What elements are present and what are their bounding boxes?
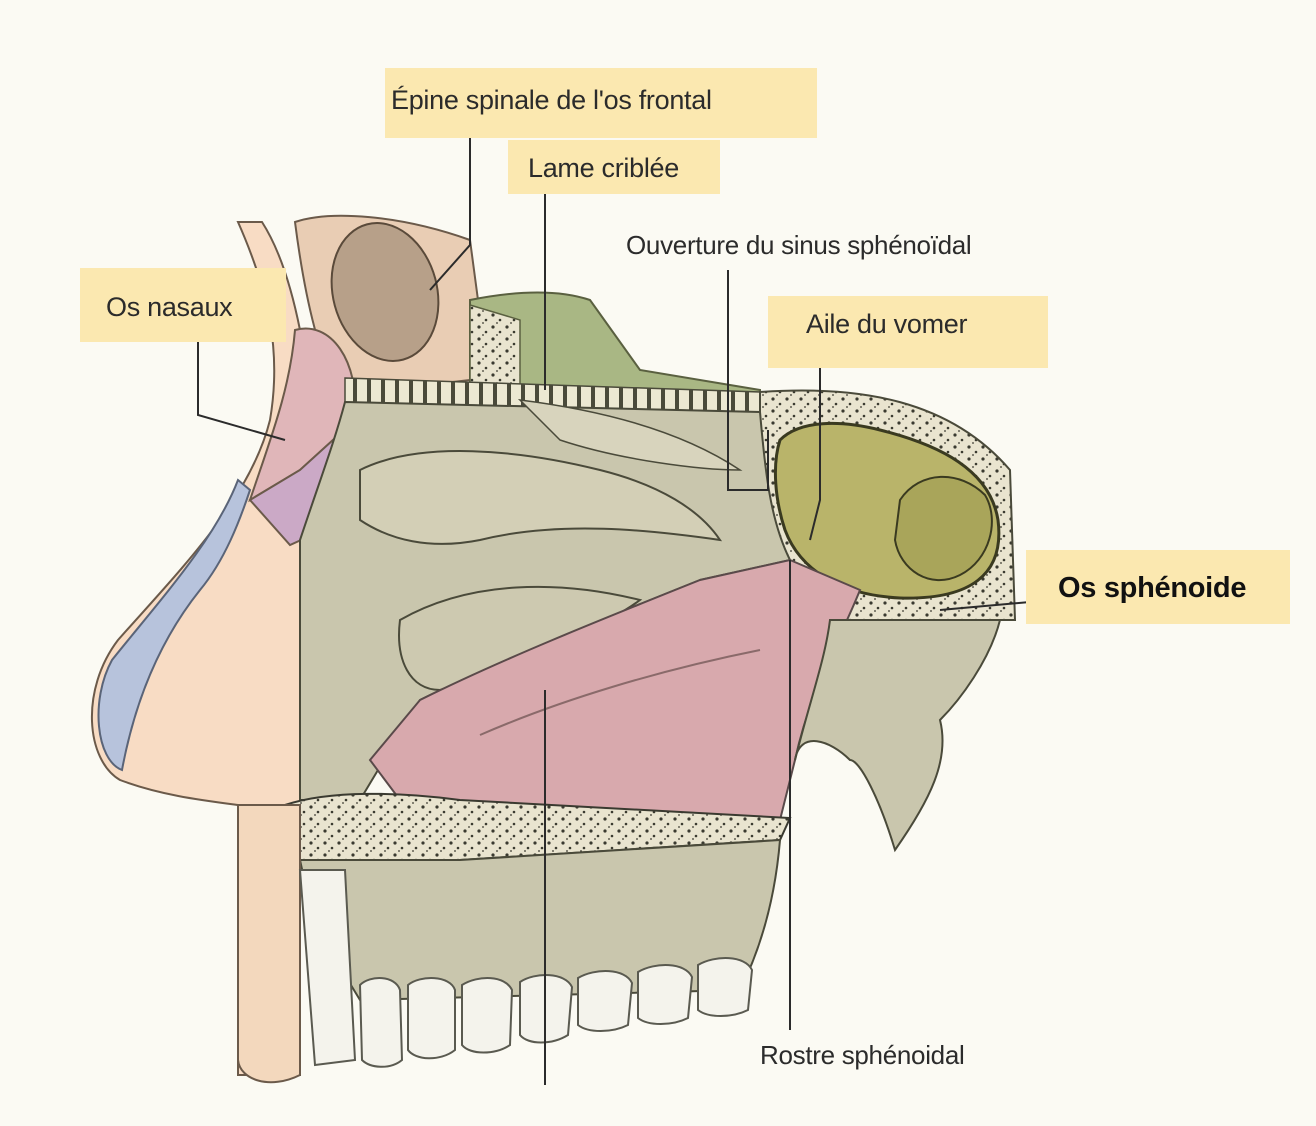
- label-rostre-sphenoidal: Rostre sphénoidal: [760, 1040, 965, 1070]
- label-os-sphenoide: Os sphénoide: [1026, 550, 1290, 624]
- nasal-cartilage: [97, 478, 252, 772]
- upper-teeth: [298, 869, 754, 1068]
- label-aile-vomer: Aile du vomer: [768, 296, 1048, 368]
- superior-turbinate: [517, 398, 743, 471]
- vomer-groove: [479, 649, 761, 736]
- leader-sphenoide: [939, 601, 1031, 611]
- leader-aile: [809, 368, 821, 541]
- leader-nasaux: [197, 342, 286, 441]
- frontal-sinus: [330, 222, 440, 362]
- pterygoid-process: [794, 619, 1002, 853]
- label-ouverture-sinus: Ouverture du sinus sphénoïdal: [626, 230, 972, 260]
- sphenoid-sinus-wall: [893, 475, 993, 581]
- leader-epine: [429, 138, 471, 291]
- label-os-nasaux: Os nasaux: [80, 268, 286, 342]
- label-lame-criblee: Lame criblée: [508, 140, 720, 194]
- leader-lines: [197, 138, 1031, 1085]
- ethmoid-spongy: [469, 303, 521, 386]
- ethmoid-plate: [469, 291, 761, 412]
- middle-turbinate: [359, 450, 723, 545]
- upper-lip: [237, 804, 301, 1084]
- leader-ouverture: [727, 270, 769, 491]
- label-epine-spinale: Épine spinale de l'os frontal: [385, 68, 817, 138]
